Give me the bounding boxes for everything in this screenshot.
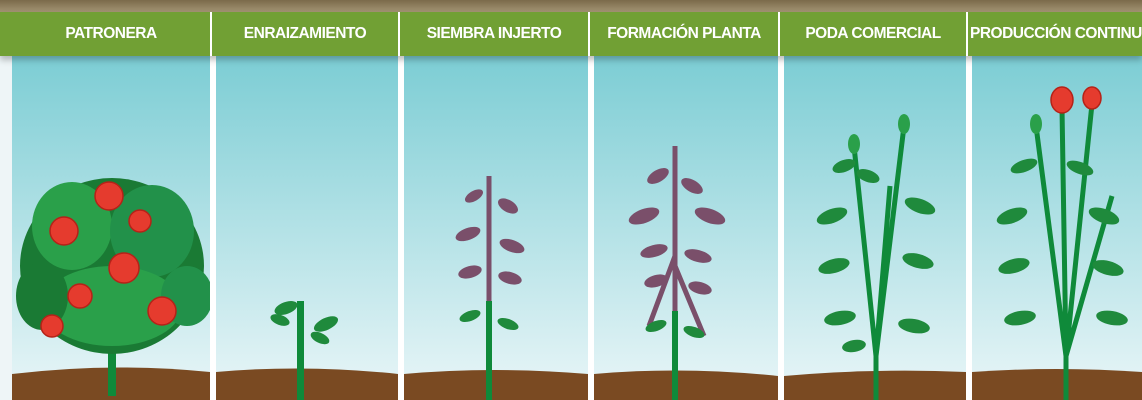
stage-label-formacion-planta: FORMACIÓN PLANTA [607,25,761,42]
produccion-continua-illustration [972,56,1142,400]
left-margin [0,56,12,400]
stem [108,326,116,396]
enraizamiento-illustration [216,56,398,400]
panel-produccion-continua [972,56,1142,400]
siembra-injerto-illustration [404,56,588,400]
rootstock-leaves [645,319,705,339]
cutting-stem [297,301,304,400]
header-divider [778,12,780,56]
scion-branches [646,146,707,337]
stage-label-enraizamiento: ENRAIZAMIENTO [243,25,367,42]
panel-separator [966,56,972,400]
stage-label-patronera: PATRONERA [65,25,157,42]
panel-poda-comercial [784,56,966,400]
rose-flowers [40,181,177,338]
top-photo-strip [0,0,1142,14]
patronera-illustration [12,56,210,400]
panel-separator [778,56,784,400]
pruned-stems [851,125,907,400]
panel-separator [210,56,216,400]
header-divider [398,12,400,56]
header-divider [588,12,590,56]
production-leaves [996,158,1128,326]
stage-label-poda-comercial: PODA COMERCIAL [805,25,941,42]
panel-separator [398,56,404,400]
soil [594,370,778,400]
rootstock-stem [672,311,678,400]
graft-leaves [455,189,525,285]
header-divider [966,12,968,56]
soil [404,370,588,400]
pruned-leaves [816,159,936,353]
production-roses [1050,86,1102,114]
stage-label-produccion-continua: PRODUCCIÓN CONTINUA [970,25,1142,42]
stage-label-siembra-injerto: SIEMBRA INJERTO [426,25,562,42]
stage-header-bar: PATRONERA ENRAIZAMIENTO SIEMBRA INJERTO … [0,12,1142,56]
rootstock-stem [486,301,492,400]
panel-formacion-planta [594,56,778,400]
formacion-planta-illustration [594,56,778,400]
panel-separator [588,56,594,400]
rootstock-leaves [459,309,519,331]
production-stems [1033,103,1115,400]
header-divider [210,12,212,56]
panel-siembra-injerto [404,56,588,400]
soil [972,369,1142,400]
panel-enraizamiento [216,56,398,400]
rose-buds [848,114,910,154]
poda-comercial-illustration [784,56,966,400]
soil [216,368,398,400]
cutting-leaves [270,301,339,345]
formation-leaves [628,168,726,295]
panel-patronera [12,56,210,400]
production-buds [1030,114,1042,134]
